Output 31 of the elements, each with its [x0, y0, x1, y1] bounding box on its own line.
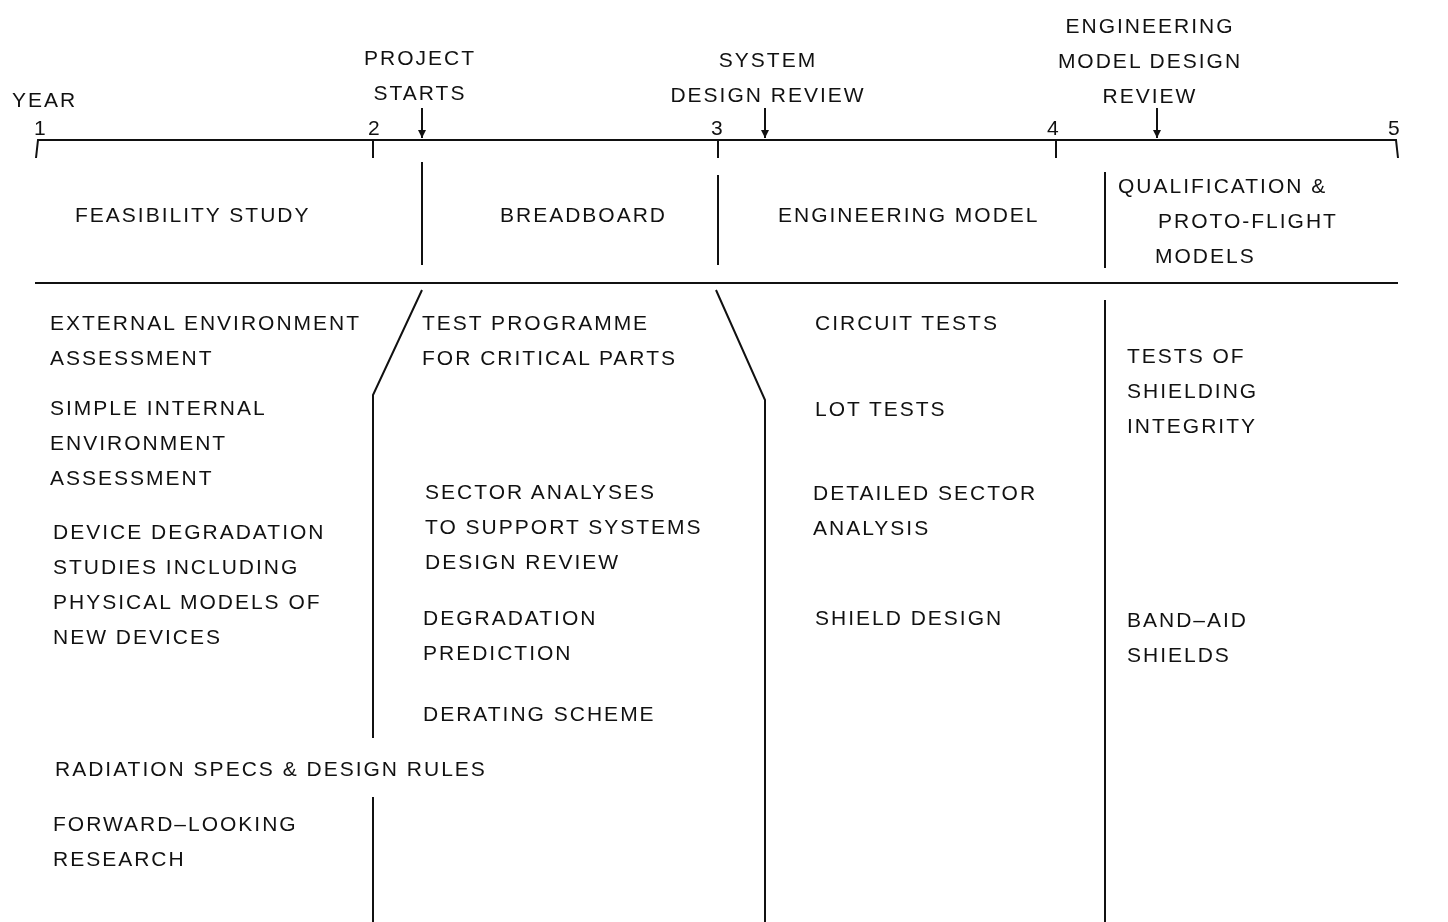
- milestone-arrow: [418, 107, 426, 139]
- phase-heading: ENGINEERING MODEL: [778, 202, 1040, 228]
- activity-text: SIMPLE INTERNAL ENVIRONMENT ASSESSMENT: [50, 395, 267, 491]
- activity-text: SECTOR ANALYSES TO SUPPORT SYSTEMS DESIGN REVIEW: [425, 479, 703, 575]
- phase-heading: FEASIBILITY STUDY: [75, 202, 311, 228]
- activity-text: SHIELD DESIGN: [815, 605, 1004, 631]
- activity-text: BAND–AID SHIELDS: [1127, 607, 1249, 668]
- year-number: 5: [1388, 115, 1402, 141]
- activity-text: FORWARD–LOOKING RESEARCH: [53, 811, 298, 872]
- activity-text: CIRCUIT TESTS: [815, 310, 999, 336]
- activity-text: DEGRADATION PREDICTION: [423, 605, 598, 666]
- year-number: 3: [711, 115, 725, 141]
- milestone-arrow: [1153, 107, 1161, 139]
- milestone-label: PROJECT STARTS: [350, 40, 490, 110]
- phase-heading: BREADBOARD: [500, 202, 668, 228]
- milestone-label: ENGINEERING MODEL DESIGN REVIEW: [1040, 8, 1260, 113]
- activity-text: LOT TESTS: [815, 396, 947, 422]
- year-number: 4: [1047, 115, 1061, 141]
- milestone-label: SYSTEM DESIGN REVIEW: [658, 42, 878, 112]
- activity-text: DEVICE DEGRADATION STUDIES INCLUDING PHYSICAL MODELS OF NEW DEVICES: [53, 519, 326, 650]
- axis-label: YEAR: [12, 87, 78, 113]
- activity-text: DETAILED SECTOR ANALYSIS: [813, 480, 1038, 541]
- activity-text: RADIATION SPECS & DESIGN RULES: [55, 756, 487, 782]
- year-number: 2: [368, 115, 382, 141]
- activity-text: EXTERNAL ENVIRONMENT ASSESSMENT: [50, 310, 362, 371]
- year-number: 1: [34, 115, 48, 141]
- activity-text: TEST PROGRAMME FOR CRITICAL PARTS: [422, 310, 677, 371]
- activity-text: TESTS OF SHIELDING INTEGRITY: [1127, 343, 1259, 439]
- activity-text: DERATING SCHEME: [423, 701, 656, 727]
- phase-heading: QUALIFICATION & PROTO-FLIGHT MODELS: [1118, 173, 1338, 269]
- milestone-arrow: [761, 107, 769, 139]
